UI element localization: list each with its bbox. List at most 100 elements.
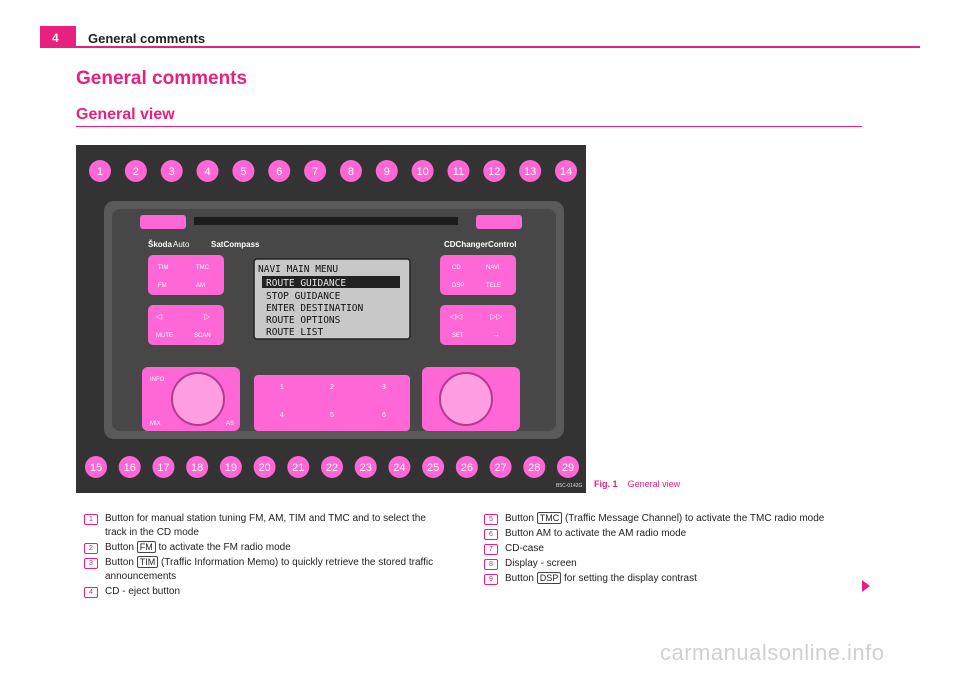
legend-text-continued: (Traffic Message Channel) to activate th… (562, 513, 825, 524)
volume-knob[interactable] (171, 372, 225, 426)
product-label: SatCompass (211, 240, 260, 249)
mute-button[interactable]: MUTE (156, 333, 173, 339)
legend-number-badge: 3 (84, 558, 98, 569)
set-button[interactable]: SET (452, 333, 464, 339)
callout-circle (523, 456, 546, 478)
caption-label: Fig. 1 (594, 479, 618, 489)
fm-button[interactable]: FM (158, 283, 167, 289)
preset-3[interactable]: 3 (382, 384, 386, 391)
callout-circle (232, 160, 255, 182)
info-button[interactable]: INFO (150, 377, 165, 383)
callout-circle (354, 456, 377, 478)
dsp-contrast-button[interactable] (476, 215, 522, 229)
preset-2[interactable]: 2 (330, 384, 334, 391)
cd-slot (194, 217, 458, 225)
enter-icon[interactable]: → (492, 330, 500, 339)
callout-number: 21 (292, 462, 304, 474)
display-line-6: ROUTE LIST (266, 327, 323, 338)
callout-circle (489, 456, 512, 478)
preset-6[interactable]: 6 (382, 412, 386, 419)
key-label: TMC (536, 512, 563, 524)
navi-button[interactable]: NAVI (486, 265, 500, 271)
callout-circle (287, 456, 310, 478)
legend-text: Display - screen (505, 558, 577, 569)
callout-number: 3 (169, 166, 175, 178)
legend-text: Button AM to activate the AM radio mode (505, 528, 687, 539)
navigation-knob[interactable] (439, 372, 493, 426)
callout-circle (388, 456, 411, 478)
callout-circle (268, 160, 291, 182)
tele-button[interactable]: TELE (486, 283, 501, 289)
callout-circle (519, 160, 542, 182)
callout-circle (152, 456, 175, 478)
preset-4[interactable]: 4 (280, 412, 284, 419)
eject-button[interactable] (140, 215, 186, 229)
callout-circle (186, 456, 209, 478)
callout-number: 10 (416, 166, 428, 178)
callout-number: 17 (157, 462, 169, 474)
display-line-2: ROUTE GUIDANCE (266, 278, 346, 289)
callout-circle (304, 160, 327, 182)
next-page-arrow-icon[interactable] (862, 580, 870, 592)
legend-number-badge: 2 (84, 543, 98, 554)
forward-icon[interactable]: ▷▷ (490, 312, 503, 321)
key-label: FM (136, 541, 156, 553)
rewind-icon[interactable]: ◁◁ (450, 312, 463, 321)
callout-number: 2 (133, 166, 139, 178)
page-number: 4 (52, 31, 59, 45)
callout-circle (124, 160, 147, 182)
callout-number: 25 (427, 462, 439, 474)
callout-number: 18 (191, 462, 203, 474)
brand-label: Škoda (148, 240, 173, 249)
tune-right-icon[interactable]: ▷ (204, 312, 211, 321)
tim-button[interactable]: TIM (158, 265, 168, 271)
legend-text: Button (105, 557, 137, 568)
tune-left-icon[interactable]: ◁ (156, 312, 163, 321)
preset-1[interactable]: 1 (280, 384, 284, 391)
callout-number: 19 (225, 462, 237, 474)
tmc-button[interactable]: TMC (196, 265, 210, 271)
callout-circle (411, 160, 434, 182)
legend-number-badge: 8 (484, 559, 498, 570)
callout-number: 8 (348, 166, 354, 178)
callout-circle (375, 160, 398, 182)
callout-number: 29 (562, 462, 574, 474)
callout-circle (447, 160, 470, 182)
am-button[interactable]: AM (196, 283, 205, 289)
dsp-button[interactable]: DSP (452, 283, 464, 289)
legend-number-badge: 9 (484, 574, 498, 585)
legend-text-continued: for setting the display contrast (561, 573, 697, 584)
callout-circle (339, 160, 362, 182)
legend-text: CD-case (505, 543, 544, 554)
callout-number: 7 (312, 166, 318, 178)
legend-text: CD - eject button (105, 586, 181, 597)
brand-suffix: Auto (173, 240, 190, 249)
legend-text-continued: to activate the FM radio mode (155, 542, 291, 553)
callout-number: 9 (384, 166, 390, 178)
cd-button[interactable]: CD (452, 265, 461, 271)
mix-button[interactable]: MIX (150, 421, 161, 427)
callout-number: 27 (494, 462, 506, 474)
callout-number: 23 (360, 462, 372, 474)
callout-number: 6 (276, 166, 282, 178)
callout-circle (118, 456, 141, 478)
callout-circle (321, 456, 343, 478)
legend-text-continued: (Traffic Information Memo) to quickly re… (105, 557, 434, 582)
callout-number: 11 (453, 166, 464, 178)
as-button[interactable]: AS (226, 421, 234, 427)
callout-circle (422, 456, 445, 478)
callout-circle (483, 160, 506, 182)
header-tab (40, 26, 76, 48)
key-label: DSP (536, 572, 562, 584)
scan-button[interactable]: SCAN (194, 333, 211, 339)
preset-5[interactable]: 5 (330, 412, 334, 419)
callout-number: 15 (90, 462, 102, 474)
callout-number: 4 (204, 166, 210, 178)
callout-circle (253, 456, 276, 478)
callout-circle (555, 160, 577, 182)
callout-circle (85, 456, 107, 478)
